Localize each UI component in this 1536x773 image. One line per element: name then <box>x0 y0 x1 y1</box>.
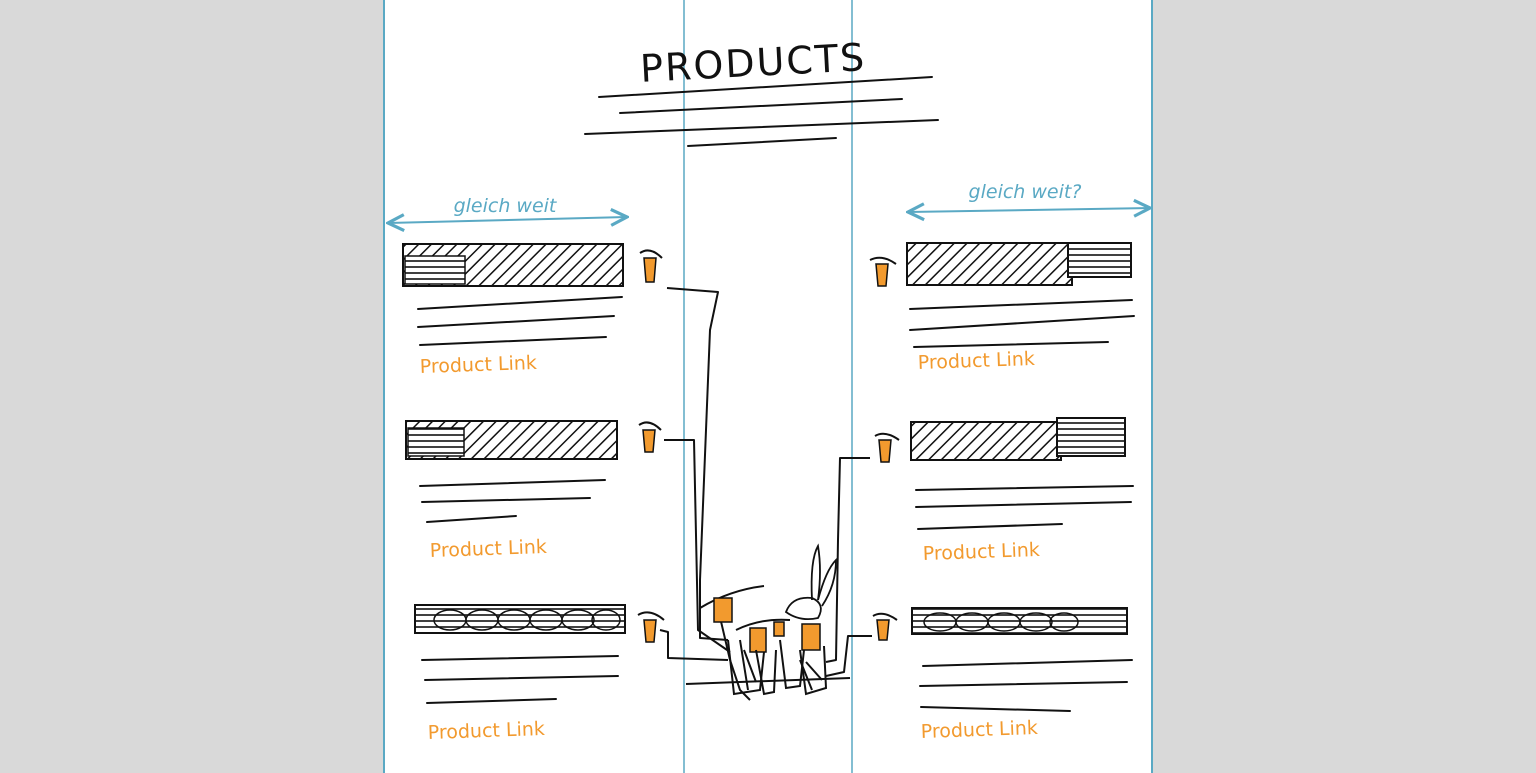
product-card-right-1: Product Link <box>906 242 1135 374</box>
ice-cream-icon <box>699 585 828 701</box>
sketch-canvas <box>383 0 1153 773</box>
product-card-left-1: Product Link <box>402 243 624 378</box>
product-image-placeholder <box>910 421 1062 461</box>
product-link[interactable]: Product Link <box>922 539 1040 565</box>
product-card-right-2: Product Link <box>910 417 1134 565</box>
svg-text:gleich weit?: gleich weit? <box>969 181 1082 203</box>
cup-icon <box>637 249 900 643</box>
intro-text-lines <box>584 76 939 147</box>
product-link[interactable]: Product Link <box>427 718 545 744</box>
product-link[interactable]: Product Link <box>419 352 537 378</box>
width-hint-left: gleich weit <box>388 195 627 223</box>
product-link[interactable]: Product Link <box>917 348 1035 374</box>
rabbit-icon <box>784 543 837 621</box>
product-image-placeholder <box>906 242 1073 286</box>
product-card-right-3: Product Link <box>911 607 1133 743</box>
width-hint-right: gleich weit? <box>908 181 1150 212</box>
product-card-left-3: Product Link <box>414 604 626 744</box>
product-link[interactable]: Product Link <box>429 536 547 562</box>
connector-lines <box>659 287 872 685</box>
product-card-left-2: Product Link <box>405 420 618 562</box>
svg-text:gleich weit: gleich weit <box>454 195 558 217</box>
product-link[interactable]: Product Link <box>920 717 1038 743</box>
